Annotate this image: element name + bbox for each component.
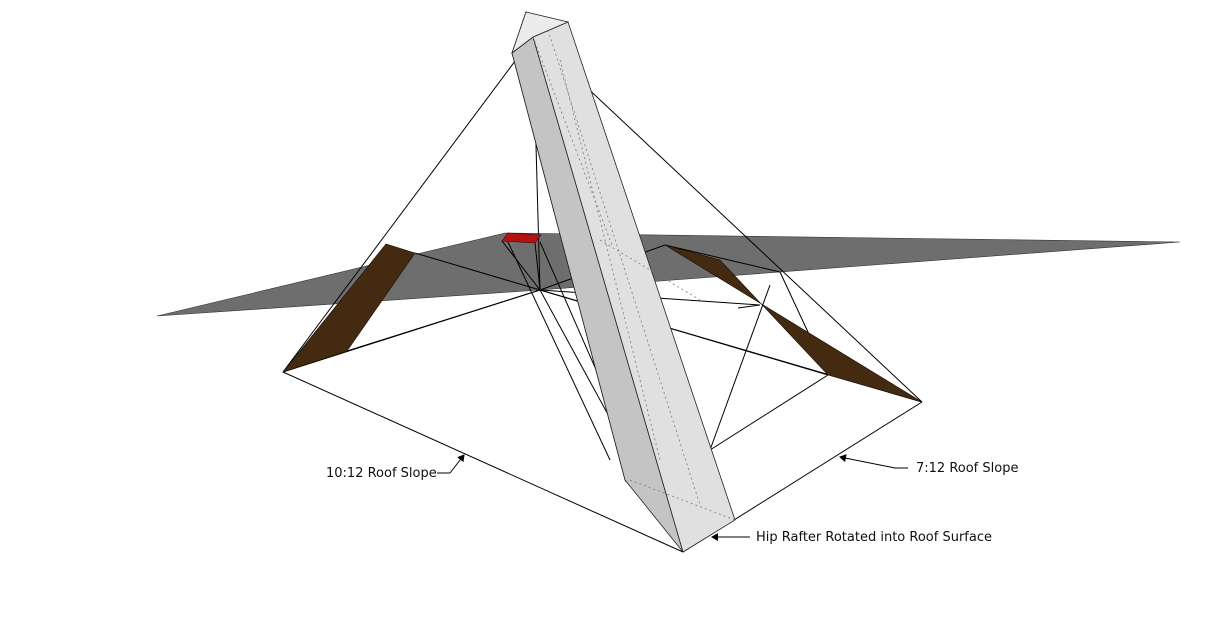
left-slope-callout: 10:12 Roof Slope — [326, 454, 465, 481]
red-cut-face — [501, 232, 542, 244]
hip-rafter — [511, 10, 736, 553]
hip-rafter-label: Hip Rafter Rotated into Roof Surface — [756, 530, 992, 545]
left-slope-label: 10:12 Roof Slope — [326, 466, 437, 481]
hip-rafter-callout: Hip Rafter Rotated into Roof Surface — [711, 530, 992, 545]
right-slope-label: 7:12 Roof Slope — [916, 461, 1018, 476]
left-brown-board — [282, 243, 416, 373]
right-slope-callout: 7:12 Roof Slope — [839, 454, 1018, 476]
right-brown-board — [664, 244, 923, 403]
